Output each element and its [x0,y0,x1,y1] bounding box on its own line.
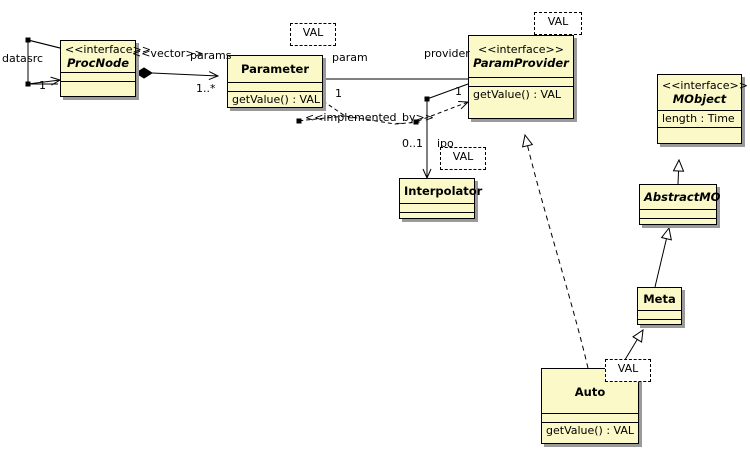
class-procnode-name: ProcNode [66,56,130,70]
class-paramprovider-attributes [469,77,573,86]
class-interpolator-attributes [400,203,474,212]
class-meta-name: Meta [643,292,676,306]
class-interpolator-operations [400,212,474,221]
label-implemented-by: <<implemented_by>> [305,111,434,124]
label-params-role: params [190,49,232,62]
class-meta[interactable]: Meta [637,287,682,325]
label-provider-role: provider [424,47,470,60]
class-paramprovider[interactable]: <<interface>> ParamProvider getValue() :… [468,35,574,119]
template-param-parameter-val: VAL [290,23,336,46]
label-param-role: param [332,51,368,64]
edge-meta-extends-abstractmo [654,226,672,288]
label-src: src [27,52,44,65]
class-paramprovider-name: ParamProvider [473,56,569,70]
template-param-auto-val: VAL [605,359,651,382]
class-mobject-header: <<interface>> MObject [658,75,748,110]
class-abstractmo-operations [640,218,716,227]
class-paramprovider-stereotype: <<interface>> [478,43,564,56]
class-interpolator[interactable]: Interpolator [399,178,483,221]
class-auto[interactable]: Auto getValue() : VAL [541,368,639,444]
class-paramprovider-operations: getValue() : VAL [469,86,573,103]
class-auto-name: Auto [574,385,606,399]
label-ipo-role: ipo [437,137,454,150]
label-ipo-multiplicity: 0..1 [402,137,423,150]
class-interpolator-name: Interpolator [404,184,483,198]
class-meta-operations [638,319,681,328]
class-abstractmo[interactable]: AbstractMO [639,184,721,227]
label-provider-multiplicity: 1 [455,85,462,98]
edge-auto-realizes-paramprovider [521,133,589,369]
class-parameter-operations: getValue() : VAL [228,91,322,108]
class-auto-operations: getValue() : VAL [542,422,638,439]
class-procnode-operations [61,81,135,90]
class-auto-attributes [542,413,638,422]
class-parameter-header: Parameter [228,56,322,82]
label-procnode-self-multiplicity: 1 [39,79,46,92]
template-param-paramprovider-val: VAL [534,12,582,35]
label-param-multiplicity: 1 [335,87,342,100]
class-parameter-name: Parameter [240,62,310,76]
class-mobject-operations [658,127,741,136]
label-vector-stereotype: <<vector>> [132,47,204,60]
class-parameter-attributes [228,82,322,91]
class-procnode-stereotype: <<interface>> [65,43,151,56]
class-abstractmo-attributes [640,209,716,218]
edge-abstractmo-realizes-mobject [672,158,685,185]
label-data: data [2,52,27,65]
class-meta-attributes [638,310,681,319]
class-procnode[interactable]: <<interface>> ProcNode [60,40,151,97]
class-paramprovider-header: <<interface>> ParamProvider [469,36,573,77]
edge-procnode-params-parameter [135,67,220,81]
label-params-multiplicity: 1..* [196,82,216,95]
class-interpolator-header: Interpolator [400,179,483,203]
class-mobject-attributes: length : Time [658,110,741,127]
class-parameter[interactable]: Parameter getValue() : VAL [227,55,323,108]
class-mobject-stereotype: <<interface>> [662,79,748,92]
template-param-interpolator-val: VAL [440,147,486,170]
class-auto-header: Auto [542,369,638,413]
class-abstractmo-name: AbstractMO [644,190,721,204]
class-procnode-header: <<interface>> ProcNode [61,41,151,72]
class-abstractmo-header: AbstractMO [640,185,721,209]
class-procnode-attributes [61,72,135,81]
class-mobject-name: MObject [672,92,727,106]
class-meta-header: Meta [638,288,681,310]
class-mobject[interactable]: <<interface>> MObject length : Time [657,74,748,144]
